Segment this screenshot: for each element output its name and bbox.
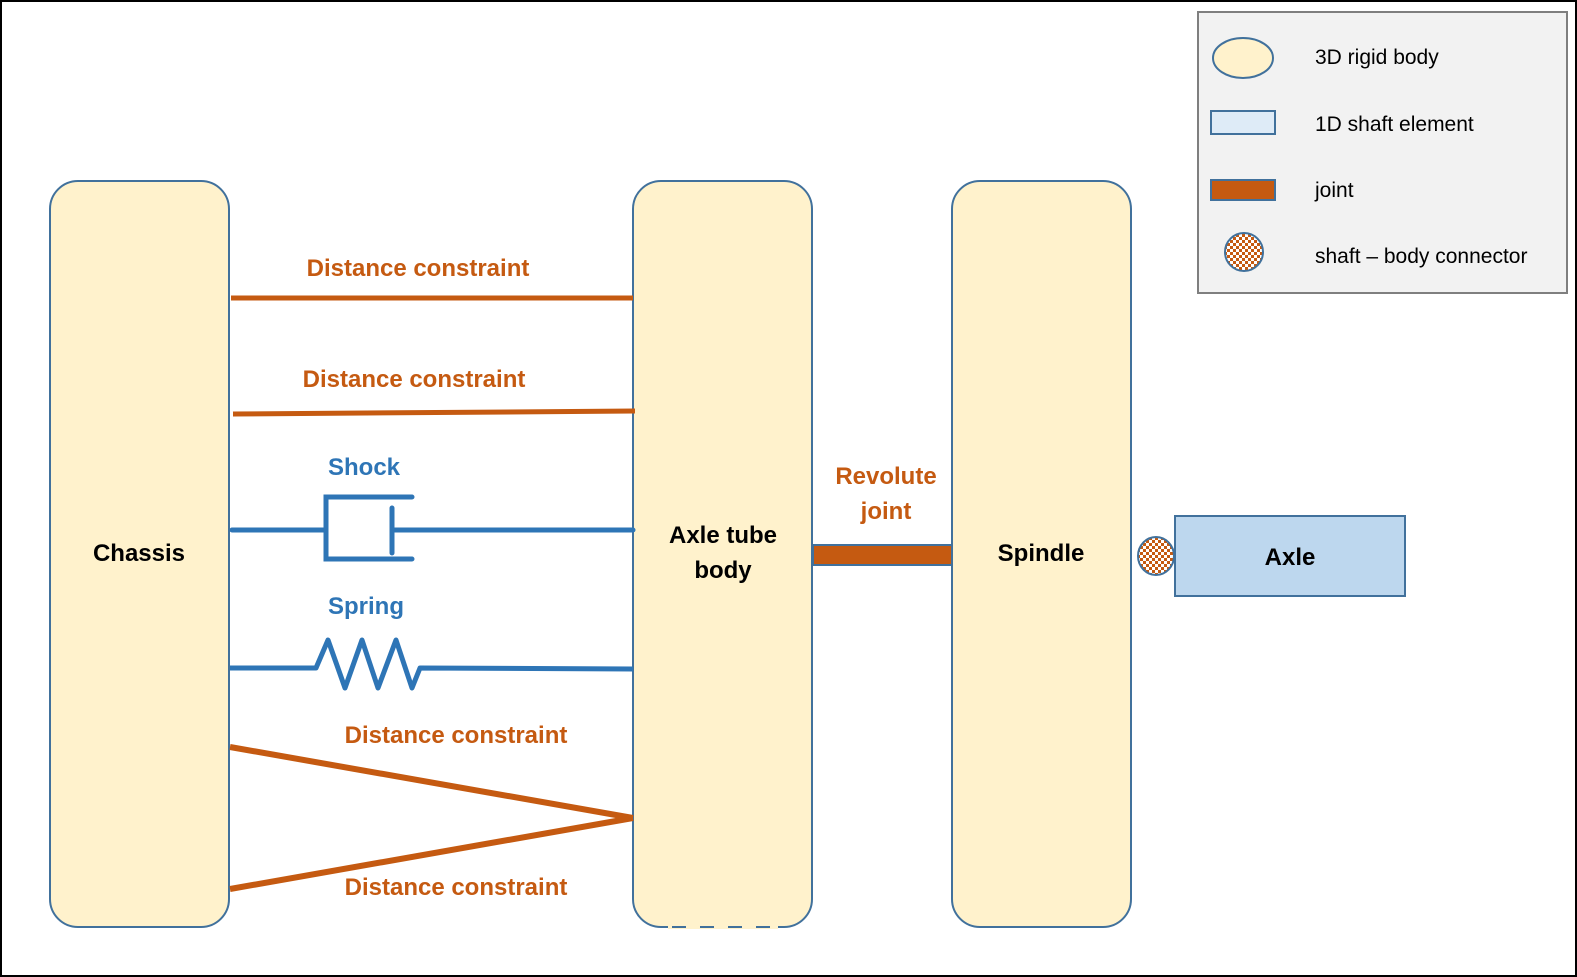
chassis-label: Chassis [93, 540, 185, 567]
axle-tube-label-line1: Axle tube [669, 522, 777, 549]
distance-constraint-label-4: Distance constraint [345, 874, 568, 901]
spindle-label: Spindle [998, 540, 1085, 567]
chassis-body[interactable] [49, 180, 230, 928]
legend-label-connector: shaft – body connector [1315, 245, 1527, 268]
shock-symbol[interactable] [229, 494, 636, 562]
shaft-body-connector[interactable] [1137, 536, 1175, 576]
checker-circle-icon [1224, 232, 1264, 272]
legend-label-shaft-element: 1D shaft element [1315, 113, 1474, 136]
shock-label: Shock [328, 454, 401, 481]
distance-constraint-label-1: Distance constraint [307, 255, 530, 282]
distance-constraint-line-4[interactable] [229, 815, 634, 892]
revolute-joint-label-line1: Revolute [835, 463, 936, 490]
legend: 3D rigid body 1D shaft element joint sha… [1197, 11, 1568, 294]
axle-tube-body[interactable] [632, 180, 813, 928]
joint-rect-icon [1210, 179, 1276, 201]
axle-shaft[interactable] [1174, 515, 1406, 597]
ellipse-icon [1212, 37, 1274, 79]
distance-constraint-line-2[interactable] [232, 408, 636, 417]
revolute-joint-label-line2: joint [860, 498, 912, 525]
legend-label-rigid-body: 3D rigid body [1315, 46, 1439, 69]
distance-constraint-label-3: Distance constraint [345, 722, 568, 749]
distance-constraint-label-2: Distance constraint [303, 366, 526, 393]
axle-label: Axle [1265, 544, 1316, 571]
shaft-rect-icon [1210, 110, 1276, 135]
spring-label: Spring [328, 593, 404, 620]
spring-symbol[interactable] [230, 637, 634, 691]
axle-tube-label-line2: body [694, 557, 752, 584]
legend-label-joint: joint [1314, 179, 1354, 202]
distance-constraint-line-3[interactable] [229, 744, 634, 821]
revolute-joint[interactable] [812, 544, 953, 566]
